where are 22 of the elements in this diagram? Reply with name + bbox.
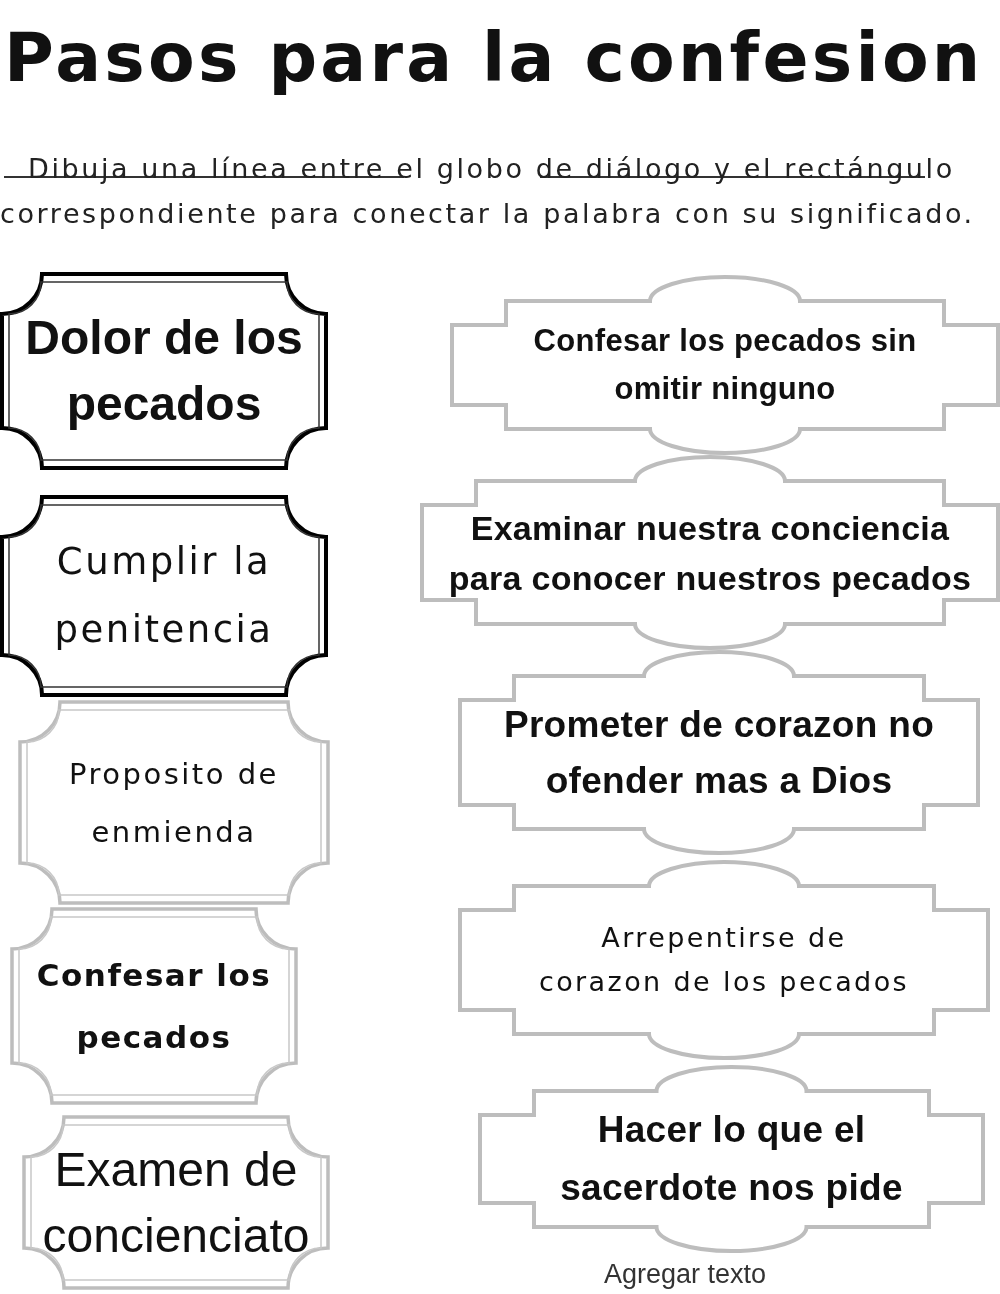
card-text: Dolor de los pecados bbox=[24, 310, 304, 432]
label-frame bbox=[458, 860, 990, 1060]
card-text: Confesar los pecados bbox=[35, 956, 273, 1057]
card-text: Hacer lo que el sacerdote nos pide bbox=[559, 1108, 904, 1210]
card-text: Prometer de corazon no ofender mas a Dios bbox=[502, 702, 936, 803]
ticket-frame bbox=[10, 907, 298, 1105]
ticket-frame bbox=[18, 700, 330, 905]
title: Pasos para la confesion bbox=[4, 17, 984, 99]
card-text: Examen de concienciato bbox=[41, 1141, 311, 1264]
label-frame bbox=[420, 455, 1000, 650]
card-text: Arrepentirse de corazon de los pecados bbox=[538, 921, 910, 999]
card-text: Proposito de enmienda bbox=[68, 755, 280, 851]
ticket-frame bbox=[0, 495, 328, 697]
card-text: Cumplir la penitencia bbox=[53, 539, 275, 653]
ticket-frame bbox=[0, 272, 328, 470]
label-frame bbox=[458, 650, 980, 855]
label-frame bbox=[450, 275, 1000, 455]
add-text-label: Agregar texto bbox=[604, 1258, 767, 1290]
label-frame bbox=[478, 1065, 985, 1253]
card-text: Examinar nuestra conciencia para conocer nuestros pecados bbox=[447, 507, 973, 599]
card-text: Confesar los pecados sin omitir ninguno bbox=[532, 322, 918, 408]
ticket-frame bbox=[22, 1115, 330, 1290]
